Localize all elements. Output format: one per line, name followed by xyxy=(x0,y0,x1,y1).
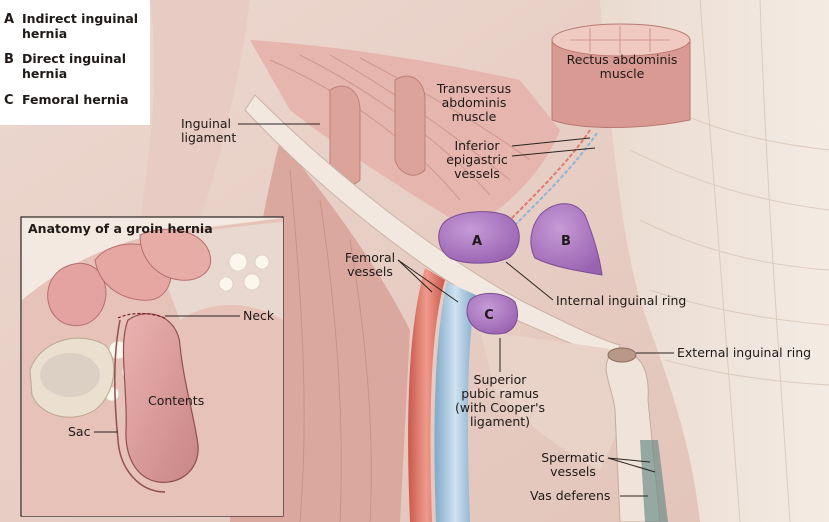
label-inguinal-ligament: Inguinal ligament xyxy=(181,116,320,145)
legend: A Indirect inguinal hernia B Direct ingu… xyxy=(4,11,138,108)
legend-b-line1: Direct inguinal xyxy=(22,51,126,66)
inset-sac-label: Sac xyxy=(68,424,91,439)
pubic-ramus-region xyxy=(480,330,627,470)
svg-text:Transversus: Transversus xyxy=(436,81,511,96)
muscle-flap-right xyxy=(394,75,426,176)
svg-text:(with Cooper's: (with Cooper's xyxy=(455,400,545,415)
svg-text:Spermatic: Spermatic xyxy=(541,450,605,465)
marker-b: B xyxy=(561,234,571,249)
svg-text:Vas deferens: Vas deferens xyxy=(530,488,610,503)
legend-letter-b: B xyxy=(4,52,14,67)
label-inferior-epigastric: Inferior epigastric vessels xyxy=(446,137,596,181)
svg-text:Internal inguinal ring: Internal inguinal ring xyxy=(556,293,686,308)
legend-b-line2: hernia xyxy=(22,66,67,81)
legend-background xyxy=(0,0,150,125)
svg-text:pubic ramus: pubic ramus xyxy=(461,386,539,401)
svg-text:muscle: muscle xyxy=(452,109,497,124)
legend-c-line1: Femoral hernia xyxy=(22,92,129,107)
inset-panel: Anatomy of a groin hernia Neck Contents … xyxy=(20,216,284,517)
svg-text:epigastric: epigastric xyxy=(446,152,508,167)
rectus-abdominis-block xyxy=(551,23,691,128)
label-external-ring: External inguinal ring xyxy=(636,345,811,360)
spermatic-cord-cut xyxy=(640,440,668,522)
femoral-vein xyxy=(434,282,476,522)
svg-text:Rectus abdominis: Rectus abdominis xyxy=(567,52,678,67)
label-vas-deferens: Vas deferens xyxy=(530,488,648,503)
label-transversus: Transversus abdominis muscle xyxy=(436,81,511,124)
legend-letter-a: A xyxy=(4,12,14,27)
femoral-artery xyxy=(408,268,445,522)
svg-text:Inferior: Inferior xyxy=(454,138,500,153)
svg-text:abdominis: abdominis xyxy=(442,95,507,110)
hernia-b-direct xyxy=(530,203,603,276)
legend-letter-c: C xyxy=(4,93,14,108)
inset-contents-label: Contents xyxy=(148,393,204,408)
marker-c: C xyxy=(484,308,494,323)
label-internal-ring: Internal inguinal ring xyxy=(505,261,686,308)
external-ring-opening xyxy=(607,347,637,363)
label-superior-pubic: Superior pubic ramus (with Cooper's liga… xyxy=(455,338,545,429)
hernia-a-indirect xyxy=(438,211,520,264)
inset-title: Anatomy of a groin hernia xyxy=(28,221,213,236)
svg-text:muscle: muscle xyxy=(600,66,645,81)
inset-neck-label: Neck xyxy=(243,308,275,323)
svg-text:vessels: vessels xyxy=(454,166,500,181)
iliac-region xyxy=(140,0,250,220)
marker-a: A xyxy=(472,234,482,249)
svg-text:External inguinal ring: External inguinal ring xyxy=(677,345,811,360)
label-rectus: Rectus abdominis muscle xyxy=(567,52,678,81)
rectus-sheath-fascia xyxy=(600,0,829,522)
hernia-c-femoral xyxy=(466,293,518,335)
label-spermatic-vessels: Spermatic vessels xyxy=(541,450,656,479)
svg-text:Inguinal: Inguinal xyxy=(181,116,231,131)
label-femoral-vessels: Femoral vessels xyxy=(345,250,459,303)
svg-text:Femoral: Femoral xyxy=(345,250,395,265)
legend-a-line1: Indirect inguinal xyxy=(22,11,138,26)
svg-text:Superior: Superior xyxy=(474,372,528,387)
fascia-fibers xyxy=(619,0,829,522)
legend-a-line2: hernia xyxy=(22,26,67,41)
inferior-epigastric-vein xyxy=(511,132,598,229)
inferior-epigastric-artery xyxy=(504,129,591,226)
svg-text:vessels: vessels xyxy=(347,264,393,279)
svg-text:vessels: vessels xyxy=(550,464,596,479)
svg-text:ligament): ligament) xyxy=(470,414,530,429)
thigh-fibers xyxy=(289,169,372,522)
svg-text:ligament: ligament xyxy=(181,130,236,145)
